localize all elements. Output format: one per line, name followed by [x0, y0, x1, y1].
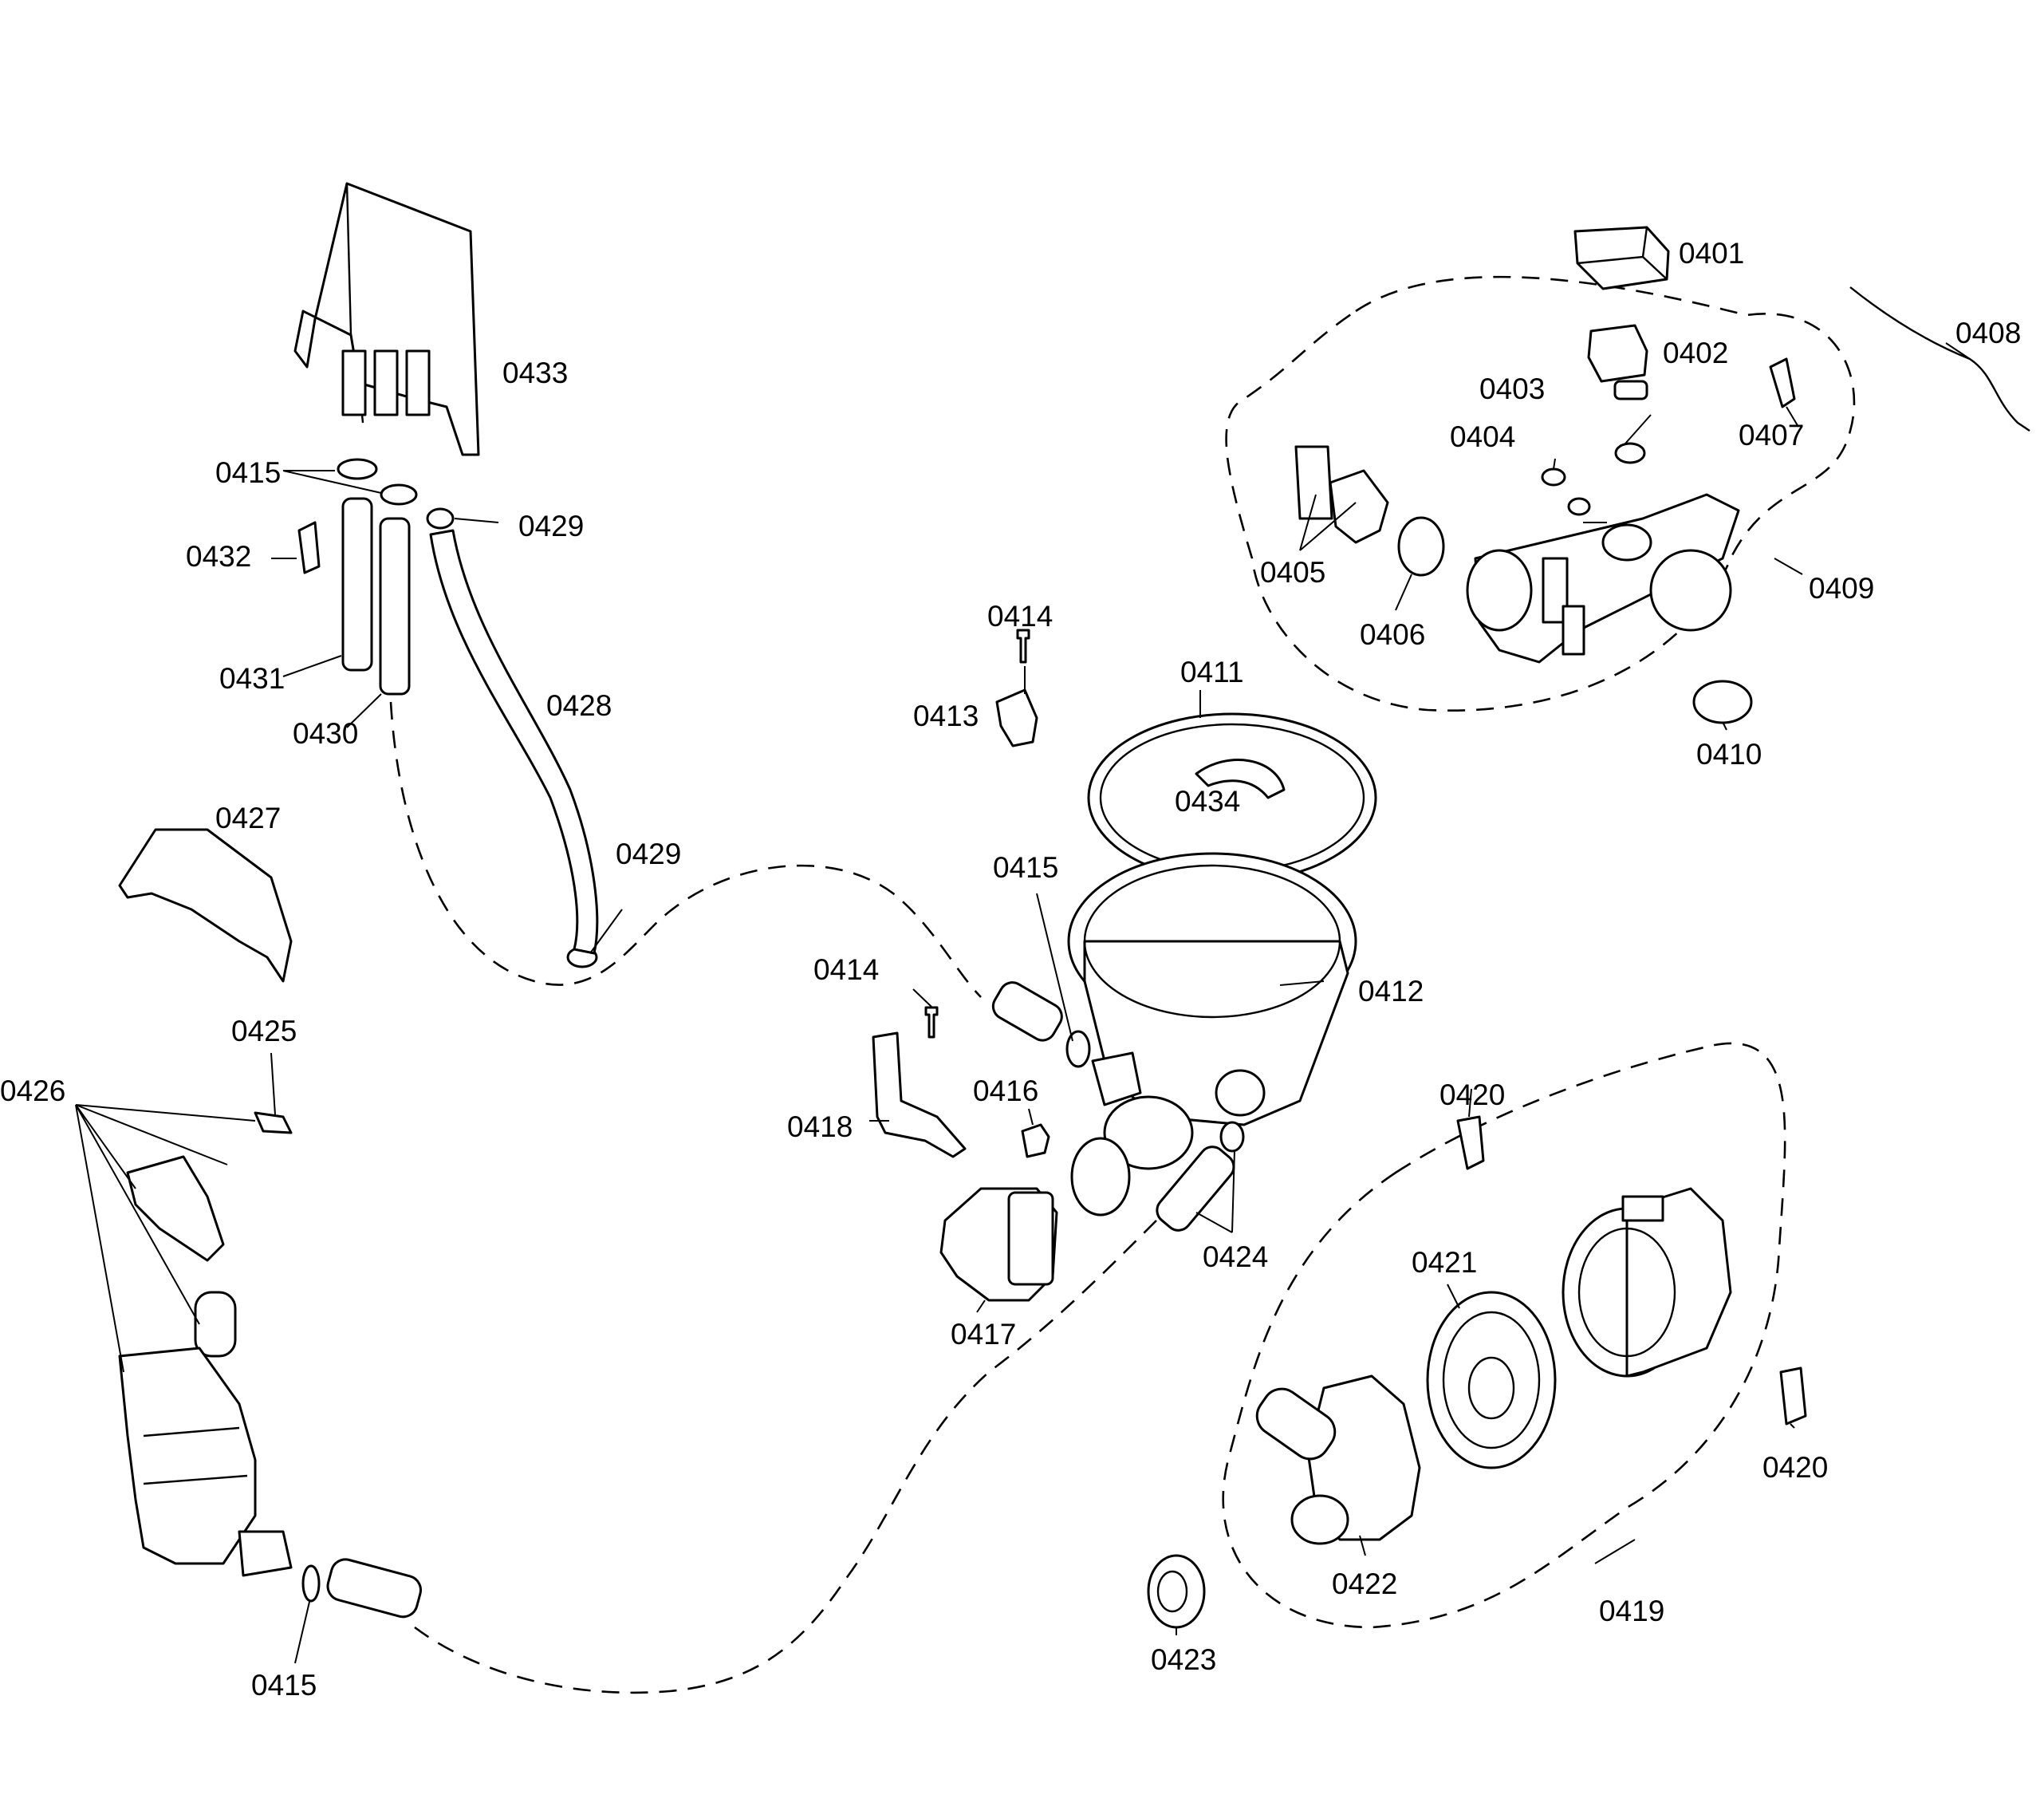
label-0412: 0412 [1358, 975, 1424, 1008]
label-0429-top: 0429 [518, 510, 584, 542]
label-0428: 0428 [546, 689, 612, 722]
part-0402-connector [1587, 324, 1648, 400]
part-0414-screw-top [1016, 629, 1030, 664]
part-0415-corrugated-hose-sump [991, 981, 1063, 1042]
part-0433-water-tank [293, 182, 480, 456]
hose-routing-upper [389, 701, 982, 998]
part-0424-corrugated-hose [1156, 1146, 1235, 1232]
part-0414-screw-left [924, 1006, 939, 1039]
part-0403-o-ring [1614, 442, 1646, 464]
part-0404-o-ring [1541, 467, 1566, 487]
label-0404: 0404 [1450, 420, 1515, 453]
part-0408-wire [1849, 286, 2030, 432]
label-0424: 0424 [1203, 1240, 1268, 1273]
label-0430: 0430 [293, 717, 358, 750]
part-0416-small-part [1021, 1123, 1050, 1158]
part-0401-cover [1573, 226, 1670, 290]
label-0425: 0425 [231, 1015, 297, 1047]
label-0408: 0408 [1955, 317, 2021, 349]
label-0415-top: 0415 [215, 456, 281, 489]
part-0432-clip [297, 521, 321, 574]
part-0427-cover [118, 828, 293, 983]
part-0415-corrugated-hose-bottom [326, 1558, 422, 1619]
part-0419-circulation-pump [1562, 1187, 1732, 1378]
label-0416: 0416 [973, 1075, 1038, 1107]
label-0427: 0427 [215, 802, 281, 834]
part-0429-clamp-top [426, 507, 455, 530]
part-0430-corrugated-hose [379, 517, 411, 696]
part-0405-sensor [1294, 445, 1389, 544]
label-0418: 0418 [787, 1110, 853, 1143]
label-0414-left: 0414 [813, 953, 879, 986]
label-0432: 0432 [186, 540, 251, 573]
label-0420-right: 0420 [1762, 1451, 1828, 1484]
label-0417: 0417 [951, 1318, 1016, 1351]
label-0401: 0401 [1679, 237, 1744, 270]
part-0428-hose [429, 529, 599, 955]
label-0421: 0421 [1412, 1246, 1477, 1279]
part-0413-bracket [995, 688, 1038, 747]
part-0421-impeller-cover [1426, 1291, 1557, 1469]
label-0414-top: 0414 [987, 600, 1053, 633]
part-0425-small-part [254, 1111, 293, 1134]
label-0402: 0402 [1663, 337, 1728, 369]
part-0407-clip [1769, 357, 1796, 408]
part-0424-o-ring-small [1219, 1121, 1245, 1153]
part-0406-o-ring [1397, 516, 1445, 577]
label-0420-top: 0420 [1439, 1079, 1505, 1111]
part-0404-o-ring-2 [1567, 497, 1591, 516]
part-0409-valve-assembly [1466, 493, 1740, 664]
part-0420-clip-top [1456, 1115, 1485, 1170]
leader-lines [75, 342, 1971, 1664]
label-0429-bottom: 0429 [616, 838, 681, 870]
label-0431: 0431 [219, 662, 285, 695]
part-0434-seal [1195, 759, 1286, 799]
label-0407: 0407 [1739, 419, 1804, 452]
part-0415-o-ring-bottom [301, 1564, 321, 1603]
label-0411: 0411 [1180, 656, 1244, 688]
part-0412-sump [1067, 852, 1357, 1170]
part-0418-bracket [872, 1031, 967, 1158]
part-0420-clip-right [1779, 1366, 1807, 1426]
label-0433: 0433 [502, 357, 568, 389]
label-0406: 0406 [1360, 618, 1425, 651]
part-0422-pump-volute [1255, 1374, 1421, 1545]
label-0419: 0419 [1599, 1595, 1664, 1627]
part-0424-o-ring-large [1070, 1137, 1131, 1217]
label-0422: 0422 [1332, 1568, 1397, 1600]
part-0410-hose-clamp [1692, 680, 1753, 724]
label-0413: 0413 [913, 700, 979, 732]
label-0426: 0426 [0, 1075, 65, 1107]
part-0431-corrugated-hose [341, 497, 373, 672]
label-0409: 0409 [1809, 572, 1874, 605]
part-labels: 0401 0402 0403 0404 0405 0406 0407 0408 … [0, 237, 2021, 1702]
label-0423: 0423 [1151, 1643, 1216, 1676]
label-0405: 0405 [1260, 556, 1325, 589]
part-0415-o-ring-top-2 [380, 483, 418, 506]
part-0415-o-ring-top [337, 458, 378, 480]
label-0415-bottom: 0415 [251, 1669, 317, 1702]
part-0423-grommet [1147, 1554, 1206, 1629]
part-0426-pump-assembly [118, 1155, 293, 1577]
label-0410: 0410 [1696, 738, 1762, 771]
assembly-boundary-0409 [1225, 275, 1856, 712]
assembly-boundary-0419 [1222, 1042, 1786, 1629]
label-0403: 0403 [1479, 373, 1545, 405]
label-0415-sump: 0415 [993, 851, 1058, 884]
label-0434: 0434 [1175, 785, 1240, 818]
part-0417-drain-pump [939, 1187, 1058, 1302]
hose-routing-lower [414, 1220, 1157, 1694]
part-0415-o-ring-sump [1065, 1030, 1091, 1068]
